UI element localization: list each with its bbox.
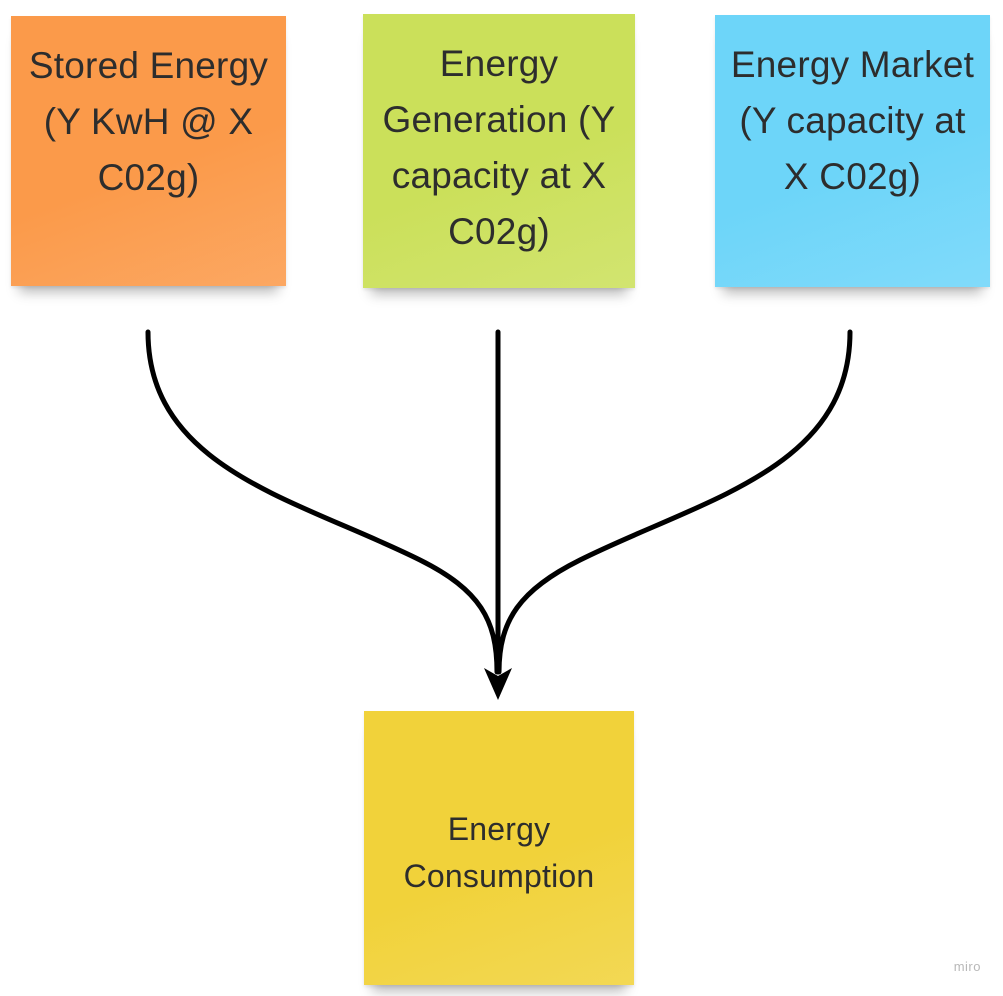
sticky-note-text: Energy Generation (Y capacity at X C02g): [382, 43, 616, 252]
sticky-note-energy-generation[interactable]: Energy Generation (Y capacity at X C02g): [363, 14, 635, 288]
sticky-note-stored-energy[interactable]: Stored Energy (Y KwH @ X C02g): [11, 16, 286, 286]
connector-stored-to-consumption[interactable]: [145, 329, 500, 675]
connector-market-to-consumption[interactable]: [496, 329, 853, 675]
sticky-note-text: Energy Consumption: [403, 811, 595, 894]
arrowhead-icon: [484, 668, 512, 700]
miro-watermark: miro: [953, 959, 981, 974]
sticky-note-text: Energy Market (Y capacity at X C02g): [730, 44, 975, 197]
sticky-note-energy-consumption[interactable]: Energy Consumption: [364, 711, 634, 985]
sticky-note-text: Stored Energy (Y KwH @ X C02g): [28, 45, 269, 198]
sticky-note-energy-market[interactable]: Energy Market (Y capacity at X C02g): [715, 15, 990, 287]
